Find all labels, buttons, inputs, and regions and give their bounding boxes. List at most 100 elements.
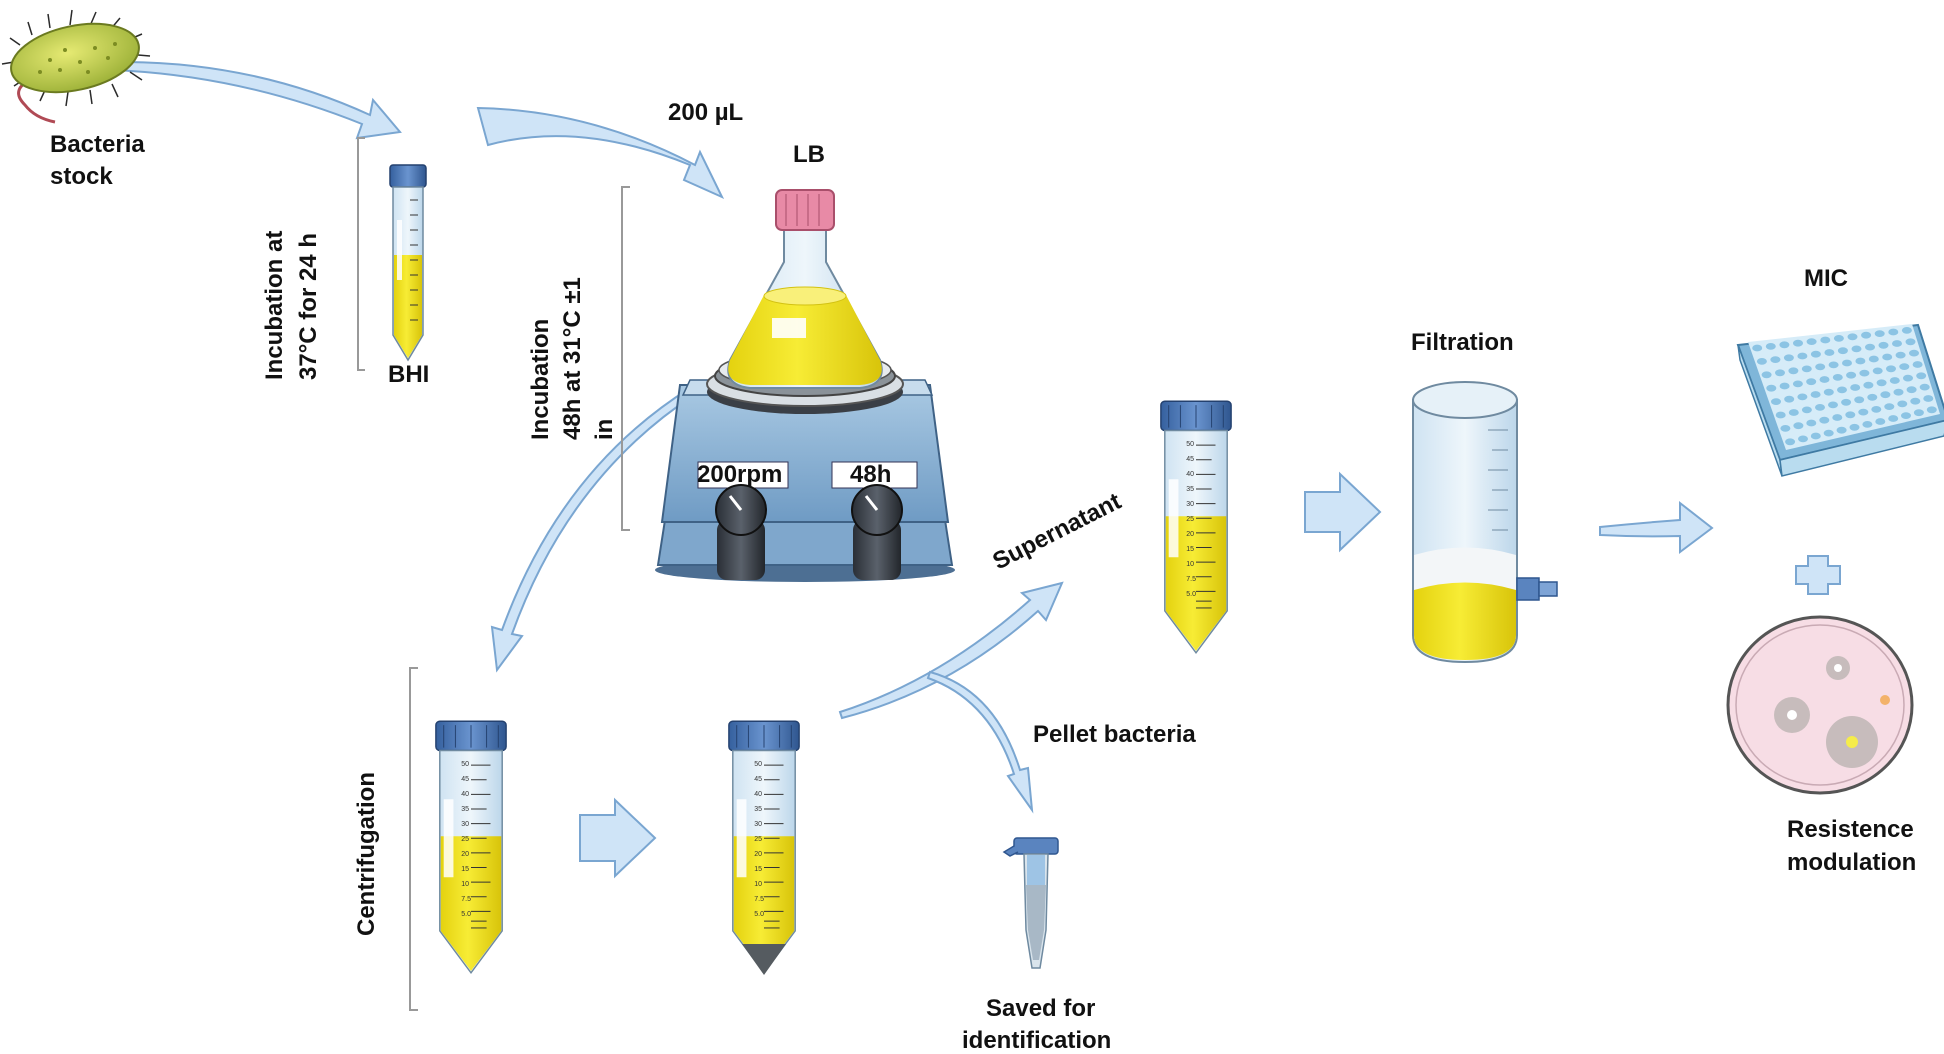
plate-well [1798,435,1808,443]
plate-well [1847,333,1858,341]
plate-well [1859,369,1870,377]
plate-well [1823,388,1834,396]
bracket-centrifugation [409,667,418,1011]
plate-well [1775,411,1786,419]
plate-well [1841,398,1852,406]
incubation-2-label-1: Incubation [527,319,554,440]
tube-scale-tick: 25 [1186,516,1194,523]
tube-scale-tick: 30 [754,821,762,828]
tube-scale-tick: 15 [1186,546,1194,553]
plate-well [1875,418,1886,425]
plate-well [1912,361,1923,368]
tube-scale-tick: 50 [754,761,762,768]
speed-display [697,461,789,489]
bhi-tube [389,164,427,362]
plate-well [1858,408,1869,416]
plate-well [1882,353,1893,361]
plate-well [1850,384,1861,391]
plate-well [1779,382,1790,390]
shaker-time-label: 48h [850,461,891,488]
plus-icon [1795,555,1841,595]
pellet-label: Pellet bacteria [1033,721,1196,748]
plate-well [1851,345,1862,353]
plate-well [1792,380,1803,388]
plate-well [1806,419,1817,427]
microplate-icon [1736,323,1944,477]
plate-well [1783,354,1794,362]
plate-well [1889,377,1900,384]
plate-well [1854,396,1865,404]
plate-well [1765,343,1776,350]
lb-label: LB [793,141,825,168]
plate-well [1862,421,1873,428]
tube-scale-tick: 7.5 [461,896,471,903]
plate-well [1785,438,1796,446]
incubation-1-label-1: Incubation at [261,231,288,380]
plate-well [1876,379,1887,387]
tube-scale-tick: 50 [461,761,469,768]
plate-well [1819,376,1830,383]
plate-well [1923,395,1934,402]
plate-well [1788,367,1799,375]
plate-well [1828,361,1839,369]
plate-well [1849,423,1860,431]
lb-flask [727,189,883,389]
tube-scale-tick: 35 [461,806,469,813]
saved-label-2: identification [962,1027,1111,1054]
tube-scale-tick: 10 [1186,561,1194,568]
plate-well [1833,335,1844,342]
plate-well [1815,404,1825,411]
plate-well [1874,330,1885,337]
tube-scale-tick: 20 [1186,531,1194,538]
plate-well [1801,365,1812,373]
plate-well [1909,349,1919,357]
plate-well [1916,372,1927,380]
tube-scale-tick: 15 [754,866,762,873]
plate-well [1884,403,1895,410]
arrow-stock-to-bhi [111,60,402,140]
plate-well [1897,400,1908,408]
plate-well [1824,349,1835,356]
plate-well [1878,341,1889,349]
plate-well [1810,350,1821,358]
plate-well [1888,415,1899,422]
arrow-flask-to-centrifuge [490,386,696,673]
plate-well [1820,336,1831,344]
plate-well [1797,393,1808,401]
plate-well [1892,340,1902,347]
saved-label-1: Saved for [986,995,1095,1022]
mic-label: MIC [1804,265,1848,292]
shaker-incubator [655,351,955,582]
plate-well [1797,352,1808,360]
tube-scale-tick: 10 [461,881,469,888]
plate-well [1806,338,1817,345]
incubation-2-label-2: 48h at 31°C ±1 [559,277,586,440]
supernatant-tube [1160,400,1232,654]
plate-well [1788,409,1799,416]
plate-well [1775,369,1785,377]
plate-well [1784,395,1795,403]
plate-well [1919,383,1930,391]
petri-dish-icon [1726,615,1914,795]
plate-well [1895,351,1906,359]
plate-well [1893,388,1904,396]
plate-well [1905,338,1916,346]
plate-well [1832,414,1843,421]
plate-well [1819,416,1830,424]
centrifugation-label: Centrifugation [353,772,380,936]
plate-well [1766,384,1777,392]
plate-well [1886,365,1896,373]
tube-scale-tick: 15 [461,866,469,873]
plate-well [1867,393,1878,401]
plate-well [1837,347,1848,355]
plate-well [1872,367,1883,375]
arrow-to-assays [1599,500,1714,554]
tube-scale-tick: 25 [754,836,762,843]
tube-scale-tick: 35 [754,806,762,813]
plate-well [1901,412,1911,419]
tube-scale-tick: 40 [461,791,469,798]
plate-well [1888,328,1899,336]
plate-well [1752,344,1763,352]
plate-well [1771,398,1781,405]
